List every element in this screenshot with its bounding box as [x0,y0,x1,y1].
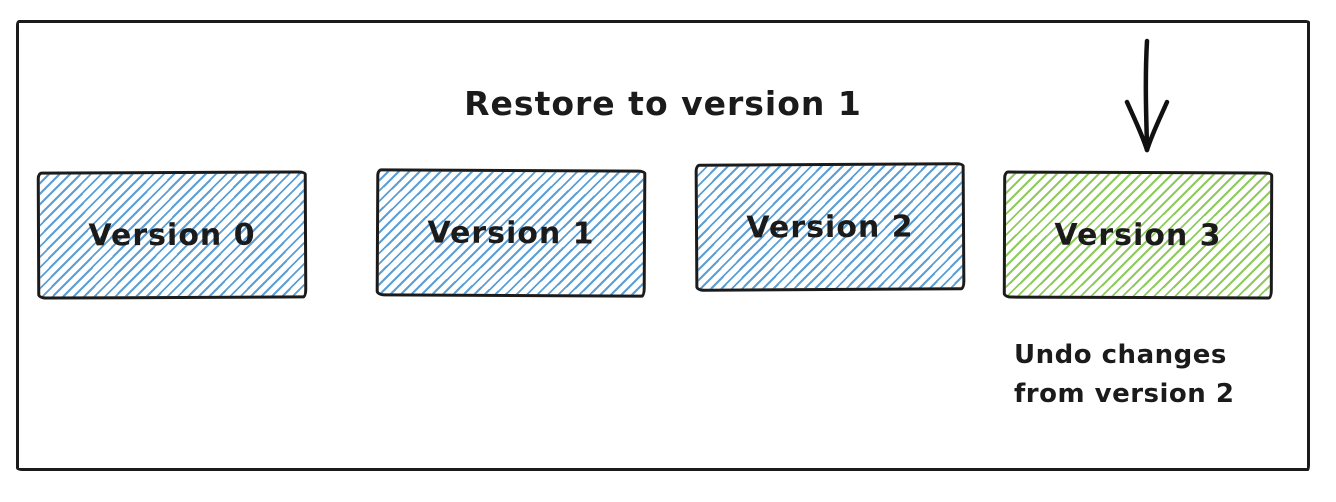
version-box-3-label: Version 3 [1054,217,1222,253]
down-arrow-icon [1124,38,1170,153]
version-box-1-label: Version 1 [427,215,595,251]
undo-annotation-line2: from version 2 [1014,379,1235,409]
version-box-2-label: Version 2 [746,208,914,246]
diagram-title: Restore to version 1 [464,84,862,123]
undo-annotation: Undo changes from version 2 [1014,336,1234,414]
version-box-1: Version 1 [375,168,647,298]
version-box-2: Version 2 [694,162,966,292]
version-box-0: Version 0 [36,170,308,300]
diagram-frame [16,20,1310,471]
version-box-3: Version 3 [1002,170,1274,300]
version-box-0-label: Version 0 [88,217,256,253]
undo-annotation-line1: Undo changes [1014,340,1227,370]
